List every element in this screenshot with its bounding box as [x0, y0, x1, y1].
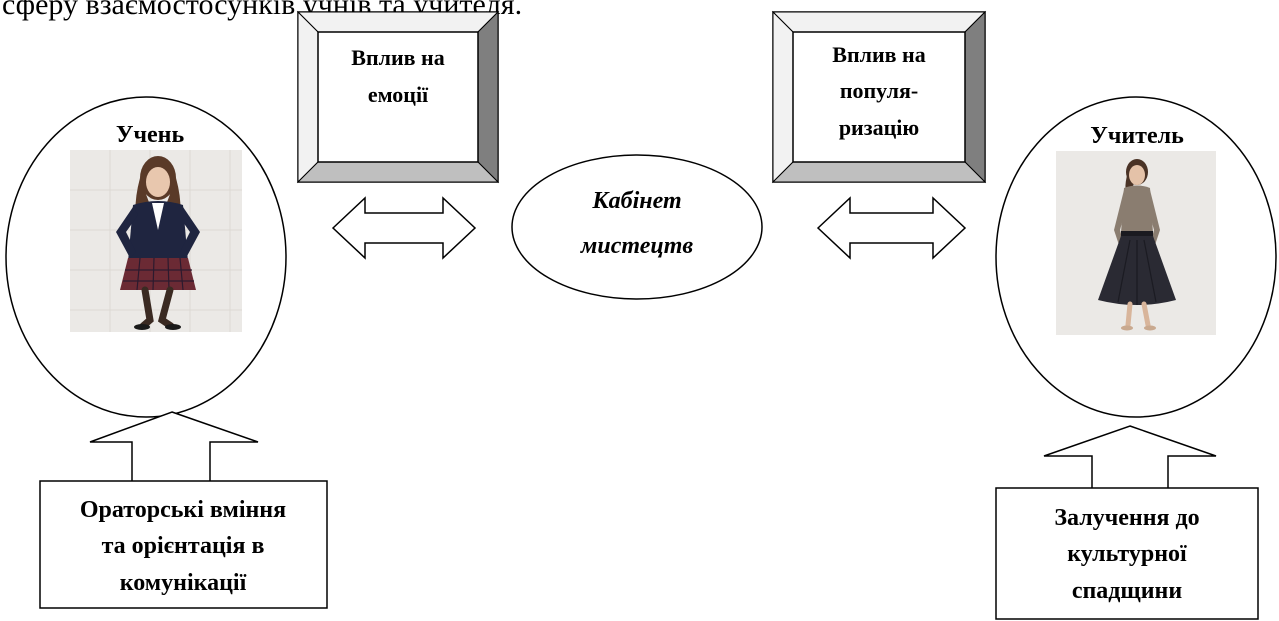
student-up-arrow — [89, 411, 259, 484]
teacher-heritage-line-3: спадщини — [1072, 578, 1183, 604]
teacher-node: Учитель — [995, 96, 1277, 418]
center-node: Кабінет мистецтв — [511, 154, 763, 300]
student-skills-line-2: та орієнтація в — [102, 533, 265, 559]
frame-popularization-line-1: Вплив на — [832, 42, 925, 67]
double-arrow-left — [331, 196, 477, 260]
teacher-heritage-line-2: культурної — [1067, 541, 1187, 567]
teacher-up-arrow — [1043, 425, 1217, 491]
student-label: Учень — [116, 122, 185, 148]
center-ellipse — [511, 154, 763, 300]
student-skills-box — [39, 480, 328, 609]
frame-emotions: Вплив на емоції — [296, 10, 500, 184]
teacher-heritage-line-1: Залучення до — [1054, 505, 1199, 531]
frame-emotions-line-1: Вплив на — [351, 45, 444, 70]
teacher-heritage-box — [995, 487, 1259, 620]
double-arrow-right — [816, 196, 967, 260]
center-line-2: мистецтв — [580, 233, 693, 259]
student-skills-line-3: комунікації — [120, 570, 247, 596]
center-line-1: Кабінет — [591, 188, 681, 214]
student-node: Учень — [5, 96, 287, 418]
student-photo — [70, 150, 242, 332]
frame-emotions-line-2: емоції — [368, 82, 429, 107]
teacher-photo — [1056, 151, 1216, 335]
frame-popularization: Вплив на популя- ризацію — [771, 10, 987, 184]
teacher-label: Учитель — [1090, 123, 1184, 149]
frame-popularization-line-3: ризацію — [839, 115, 919, 140]
student-skills-line-1: Ораторські вміння — [80, 497, 286, 523]
frame-popularization-line-2: популя- — [840, 78, 918, 103]
